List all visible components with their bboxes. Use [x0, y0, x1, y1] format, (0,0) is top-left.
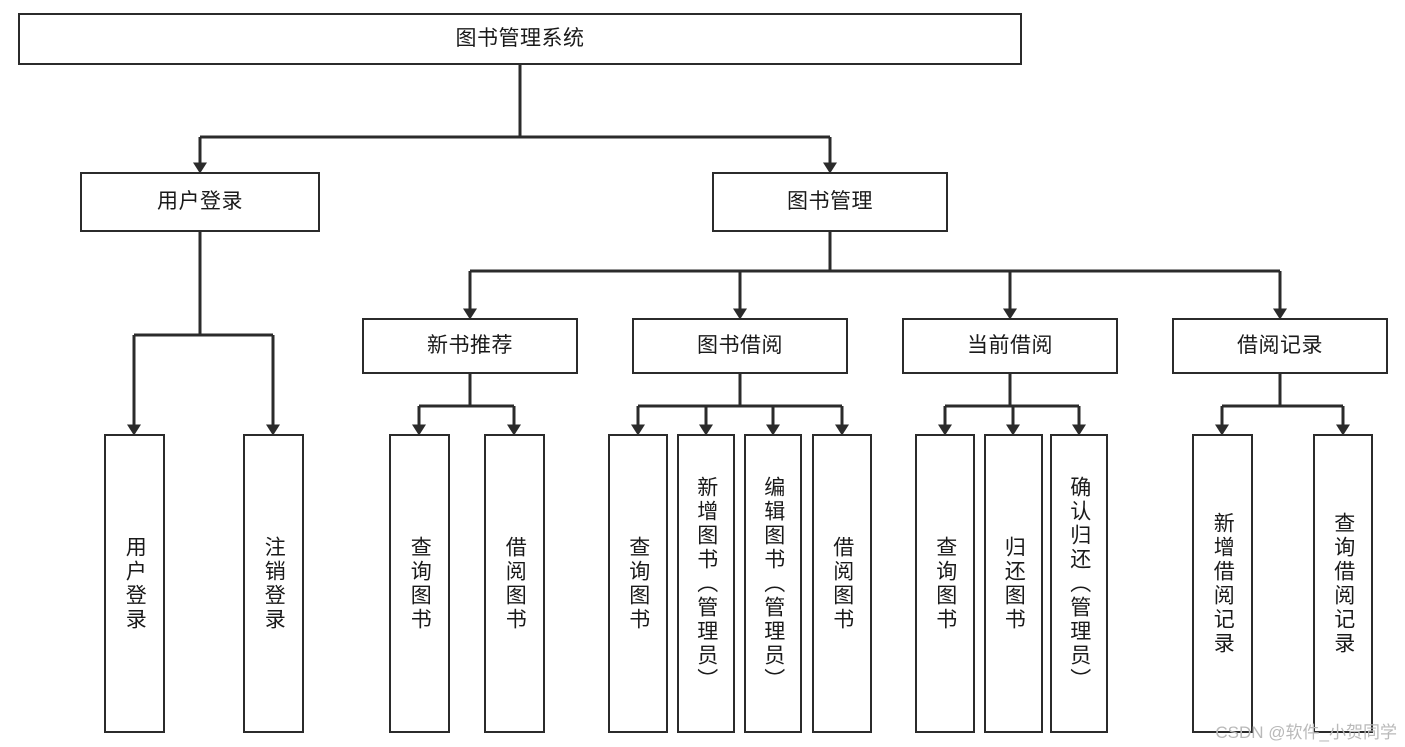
node-label: 用户登录	[123, 535, 147, 632]
node-label: 借阅图书	[503, 535, 527, 632]
node-root[interactable]: 图书管理系统	[18, 13, 1022, 65]
node-user-login[interactable]: 用户登录	[80, 172, 320, 232]
node-leaf-add-record[interactable]: 新增借阅记录	[1192, 434, 1253, 733]
node-new-book-recommend[interactable]: 新书推荐	[362, 318, 578, 374]
node-current-borrow[interactable]: 当前借阅	[902, 318, 1118, 374]
node-label: 编辑图书（管理员）	[761, 475, 785, 692]
node-label: 归还图书	[1002, 535, 1026, 632]
node-label: 当前借阅	[967, 333, 1053, 357]
node-label: 查询图书	[408, 535, 432, 632]
node-label: 查询图书	[626, 535, 650, 632]
node-label: 图书借阅	[697, 333, 783, 357]
node-label: 借阅记录	[1237, 333, 1323, 357]
node-label: 借阅图书	[830, 535, 854, 632]
node-label: 确认归还（管理员）	[1067, 475, 1091, 692]
node-leaf-borrow-book-2[interactable]: 借阅图书	[812, 434, 872, 733]
node-leaf-confirm-return[interactable]: 确认归还（管理员）	[1050, 434, 1108, 733]
node-label: 用户登录	[157, 189, 243, 213]
node-label: 新书推荐	[427, 333, 513, 357]
node-label: 图书管理系统	[455, 26, 585, 50]
node-label: 注销登录	[262, 535, 286, 632]
node-label: 新增借阅记录	[1211, 511, 1235, 656]
node-borrow-record[interactable]: 借阅记录	[1172, 318, 1388, 374]
watermark-text: CSDN @软件_小贺同学	[1215, 723, 1397, 742]
node-label: 查询图书	[933, 535, 957, 632]
node-label: 新增图书（管理员）	[694, 475, 718, 692]
node-leaf-query-record[interactable]: 查询借阅记录	[1313, 434, 1373, 733]
node-leaf-user-login[interactable]: 用户登录	[104, 434, 165, 733]
node-leaf-user-logout[interactable]: 注销登录	[243, 434, 304, 733]
node-book-manage[interactable]: 图书管理	[712, 172, 948, 232]
node-leaf-query-book-3[interactable]: 查询图书	[915, 434, 975, 733]
node-label: 图书管理	[787, 189, 873, 213]
node-leaf-query-book-2[interactable]: 查询图书	[608, 434, 668, 733]
node-leaf-return-book[interactable]: 归还图书	[984, 434, 1043, 733]
node-leaf-query-book-1[interactable]: 查询图书	[389, 434, 450, 733]
node-leaf-edit-book[interactable]: 编辑图书（管理员）	[744, 434, 802, 733]
node-leaf-add-book[interactable]: 新增图书（管理员）	[677, 434, 735, 733]
node-book-borrow[interactable]: 图书借阅	[632, 318, 848, 374]
node-label: 查询借阅记录	[1331, 511, 1355, 656]
node-leaf-borrow-book-1[interactable]: 借阅图书	[484, 434, 545, 733]
